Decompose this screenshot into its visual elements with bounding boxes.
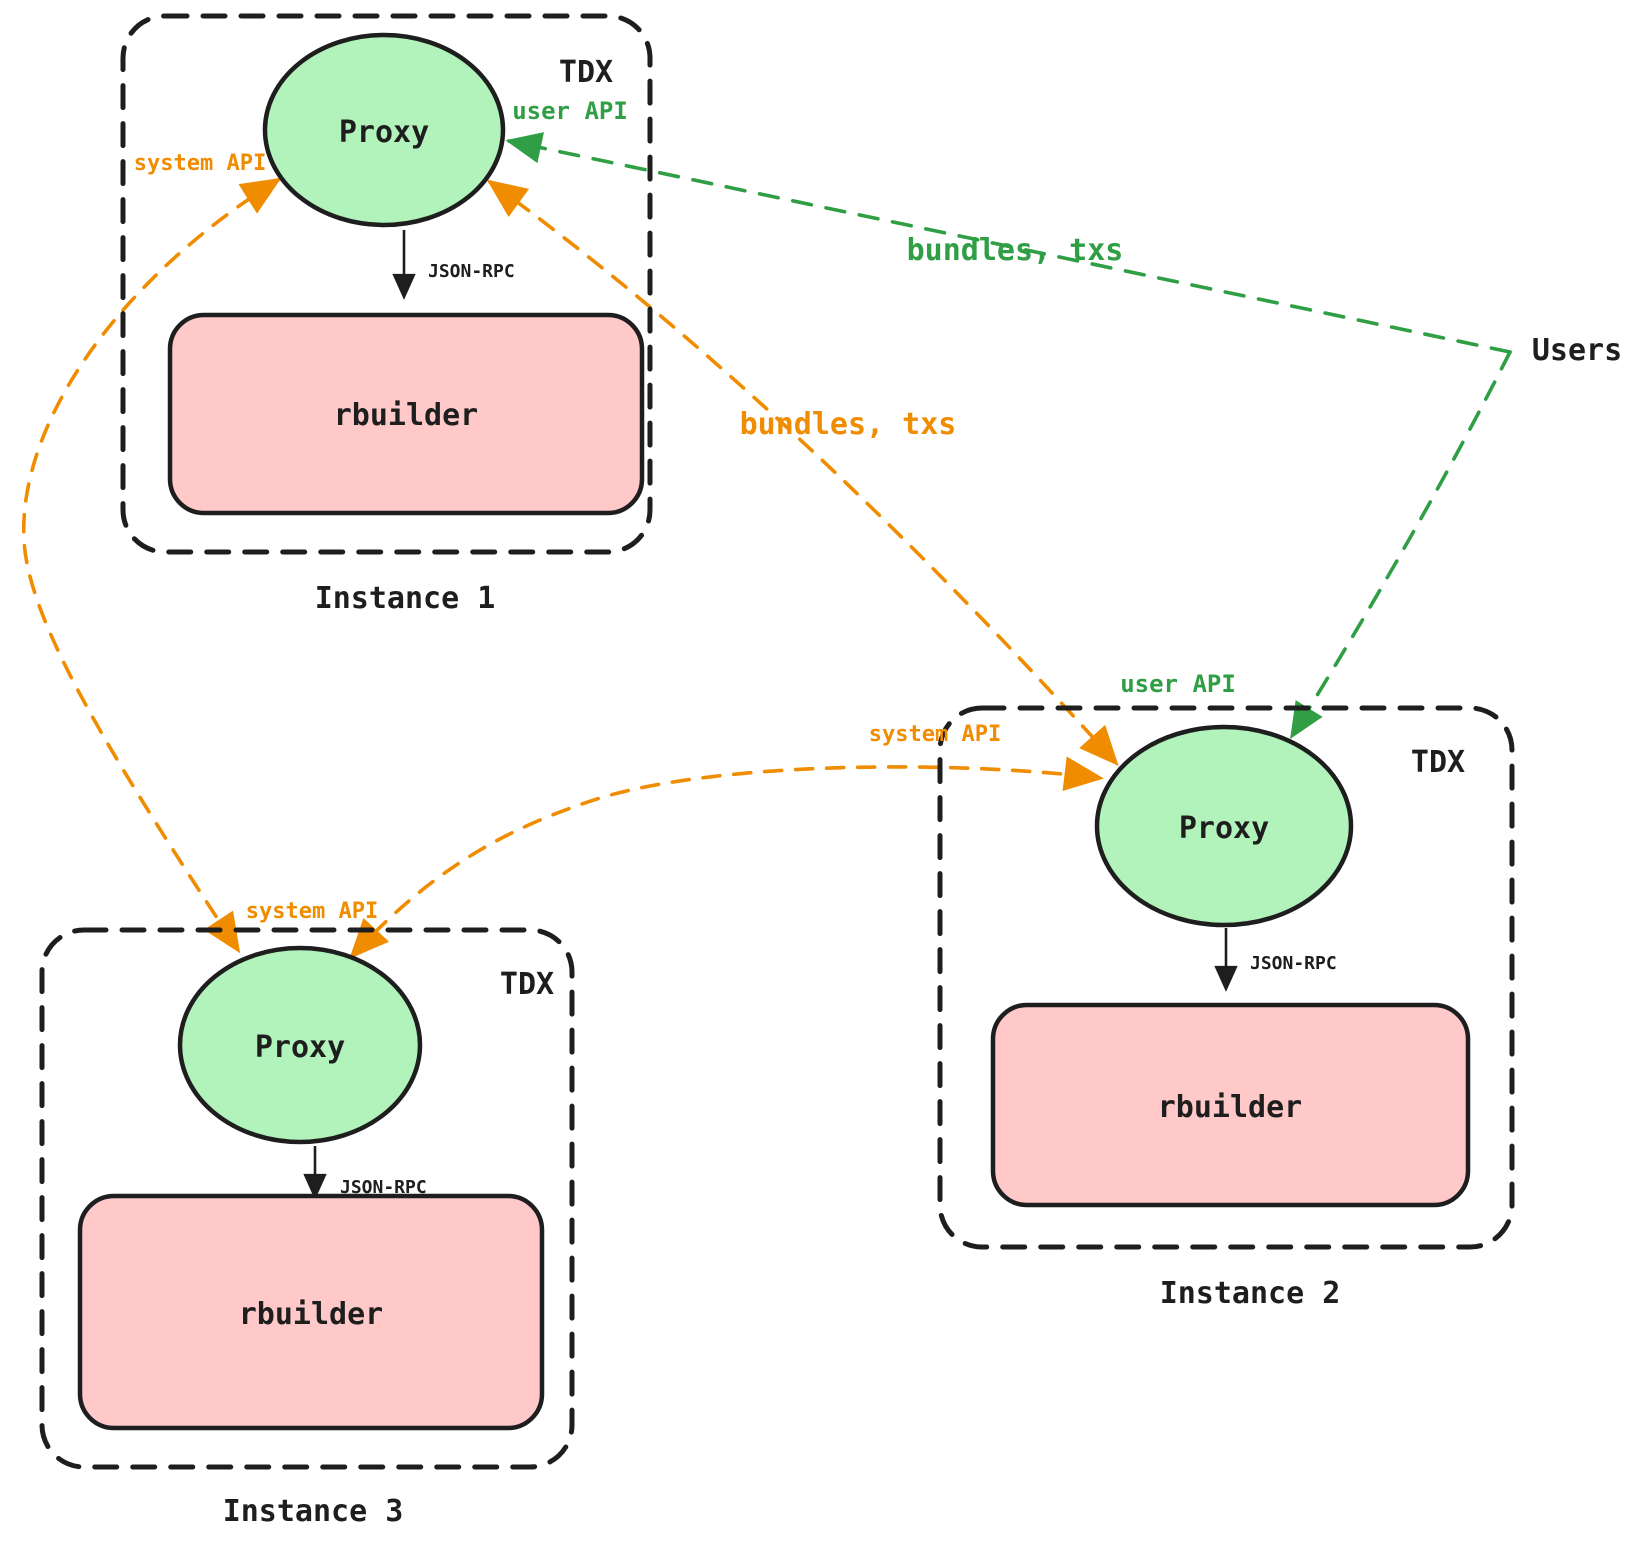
rbuilder-label-3: rbuilder (239, 1297, 384, 1332)
edge-labels: bundles, txs bundles, txs Users (740, 233, 1623, 442)
json-rpc-label-3: JSON-RPC (340, 1177, 427, 1198)
system-api-arrow-proxy3-proxy2 (349, 756, 1104, 959)
bundles-txs-green-label: bundles, txs (907, 233, 1124, 268)
connectors (21, 132, 1512, 959)
system-api-label-1: system API (134, 151, 266, 176)
proxy-label-2: Proxy (1179, 811, 1269, 846)
instance-3-group: TDX Proxy JSON-RPC rbuilder Instance 3 s… (39, 899, 575, 1529)
system-api-arrow-proxy1-proxy3 (21, 177, 282, 954)
tdx-enclave-box-2 (937, 705, 1515, 1250)
rbuilder-node-1 (167, 312, 645, 516)
json-rpc-label-2: JSON-RPC (1250, 953, 1337, 974)
instance-2-group: TDX Proxy JSON-RPC rbuilder Instance 2 s… (869, 670, 1515, 1311)
tdx-label-2: TDX (1411, 745, 1465, 780)
bundles-txs-arrow-proxy1-proxy2 (486, 179, 1119, 766)
users-arrow-to-proxy1 (505, 132, 1512, 354)
rbuilder-node-2 (990, 1002, 1471, 1208)
tdx-enclave-box-3 (39, 927, 575, 1470)
proxy-label-3: Proxy (255, 1030, 345, 1065)
system-api-label-3: system API (246, 899, 378, 924)
rbuilder-label-2: rbuilder (1158, 1090, 1303, 1125)
instance-2-caption: Instance 2 (1160, 1276, 1341, 1311)
bundles-txs-orange-label: bundles, txs (740, 407, 957, 442)
tdx-label-3: TDX (500, 967, 554, 1002)
rbuilder-label-1: rbuilder (334, 398, 479, 433)
instance-1-caption: Instance 1 (315, 581, 496, 616)
proxy-node-3 (177, 945, 423, 1145)
instance-3-caption: Instance 3 (223, 1494, 404, 1529)
proxy-node-1 (262, 32, 506, 228)
tdx-enclave-box-1 (120, 13, 653, 555)
proxy-node-2 (1094, 724, 1354, 928)
instance-1-group: TDX Proxy JSON-RPC rbuilder Instance 1 s… (120, 13, 653, 616)
user-api-label-2: user API (1120, 670, 1236, 698)
users-arrow-to-proxy2 (1290, 350, 1512, 740)
json-rpc-label-1: JSON-RPC (428, 261, 515, 282)
system-api-label-2: system API (869, 722, 1001, 747)
users-node-label: Users (1532, 333, 1622, 368)
proxy-label-1: Proxy (339, 115, 429, 150)
tdx-label-1: TDX (559, 55, 613, 90)
rbuilder-node-3 (77, 1193, 545, 1431)
user-api-label-1: user API (512, 97, 628, 125)
